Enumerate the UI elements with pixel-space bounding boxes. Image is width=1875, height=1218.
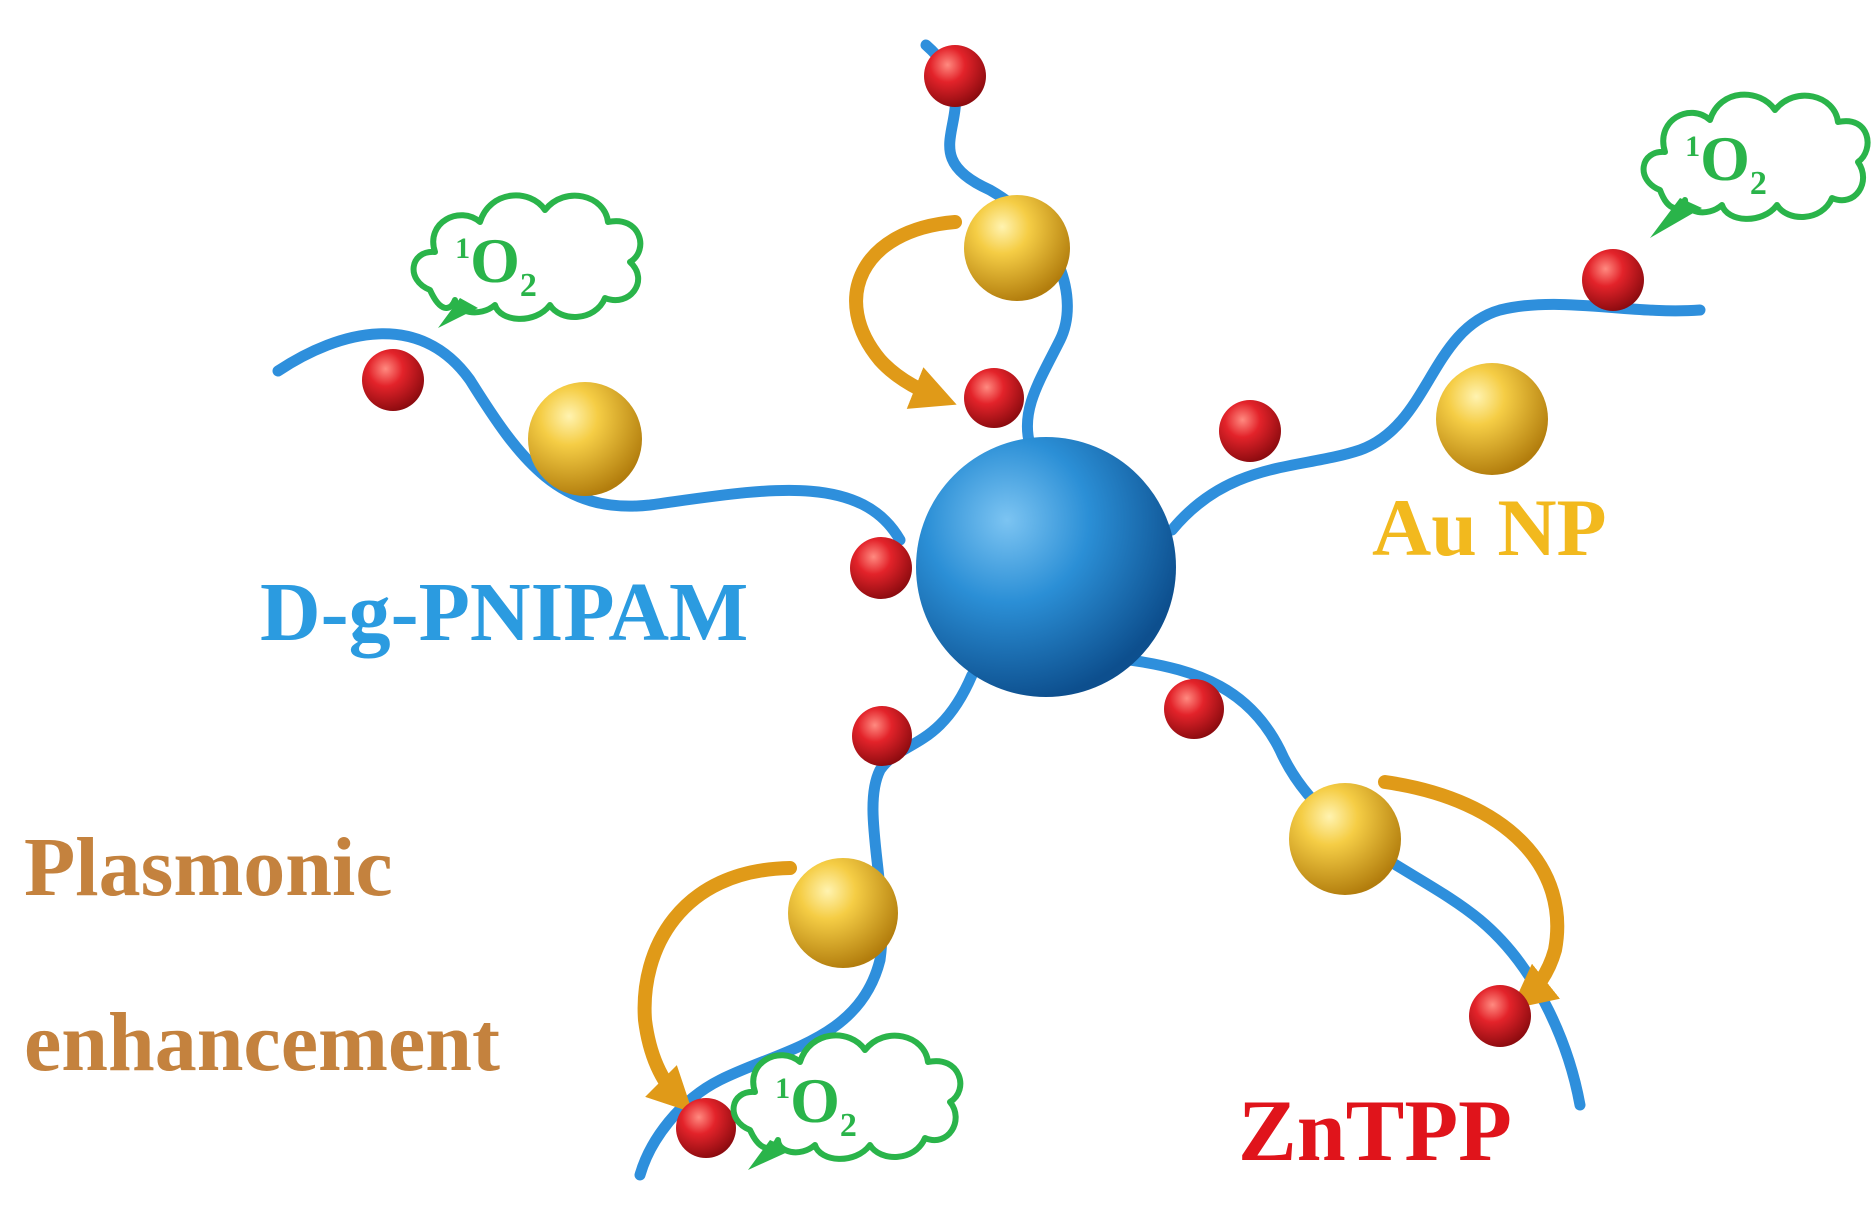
red-porphyrin-bead-icon: [362, 349, 424, 411]
thought-cloud-icon: [730, 1032, 964, 1162]
curved-energy-arrow-icon: [1378, 775, 1565, 1010]
polymer-label: D-g-PNIPAM: [260, 566, 748, 659]
red-porphyrin-bead-icon: [676, 1098, 736, 1158]
thought-cloud-tail: [438, 298, 478, 328]
energy-arrows: [637, 215, 1565, 1113]
singlet-oxygen-cloud-right: 1O2: [1640, 91, 1871, 238]
oxygen-subscript: 2: [840, 1107, 857, 1144]
red-porphyrin-bead-icon: [964, 368, 1024, 428]
singlet-oxygen-cloud-bottom: 1O2: [730, 1032, 964, 1170]
red-porphyrin-bead-icon: [1164, 679, 1224, 739]
chain-right: [1166, 298, 1706, 536]
svg-text:1O2: 1O2: [455, 225, 537, 304]
oxygen-symbol: O: [1700, 123, 1750, 194]
red-porphyrin-bead-icon: [1469, 985, 1531, 1047]
blue-core-sphere-icon: [916, 437, 1176, 697]
oxygen-subscript: 2: [1750, 165, 1767, 202]
red-porphyrin-bead-icon: [850, 537, 912, 599]
gold-nanoparticle-icon: [1289, 783, 1401, 895]
effect-label-line1: Plasmonic: [24, 821, 393, 914]
oxygen-subscript: 2: [520, 267, 537, 304]
curved-energy-arrow-icon: [637, 861, 797, 1113]
oxygen-symbol: O: [790, 1065, 840, 1136]
thought-cloud-tail: [1650, 198, 1702, 238]
gold-nanoparticle-icon: [528, 382, 642, 496]
thought-cloud-tail: [748, 1140, 792, 1170]
gold-label: Au NP: [1372, 482, 1607, 573]
gold-nanoparticle-icon: [964, 195, 1070, 301]
red-porphyrin-bead-icon: [1582, 249, 1644, 311]
porphyrin-beads: [362, 45, 1644, 1158]
curved-energy-arrow-icon: [849, 215, 962, 409]
gold-nanoparticle-icon: [788, 858, 898, 968]
photosensitizer-label: ZnTPP: [1238, 1083, 1512, 1180]
gold-nanoparticle-icon: [1436, 363, 1548, 475]
oxygen-superscript: 1: [455, 232, 470, 265]
red-porphyrin-bead-icon: [1219, 400, 1281, 462]
thought-cloud-icon: [410, 192, 644, 322]
oxygen-superscript: 1: [1685, 130, 1700, 163]
red-porphyrin-bead-icon: [852, 706, 912, 766]
thought-cloud-icon: [1640, 91, 1871, 222]
red-porphyrin-bead-icon: [924, 45, 986, 107]
svg-text:1O2: 1O2: [1685, 123, 1767, 202]
oxygen-superscript: 1: [775, 1072, 790, 1105]
gold-nanoparticles: [528, 195, 1548, 968]
oxygen-symbol: O: [470, 225, 520, 296]
singlet-oxygen-cloud-left: 1O2: [410, 192, 644, 328]
effect-label-line2: enhancement: [24, 996, 500, 1089]
svg-text:1O2: 1O2: [775, 1065, 857, 1144]
